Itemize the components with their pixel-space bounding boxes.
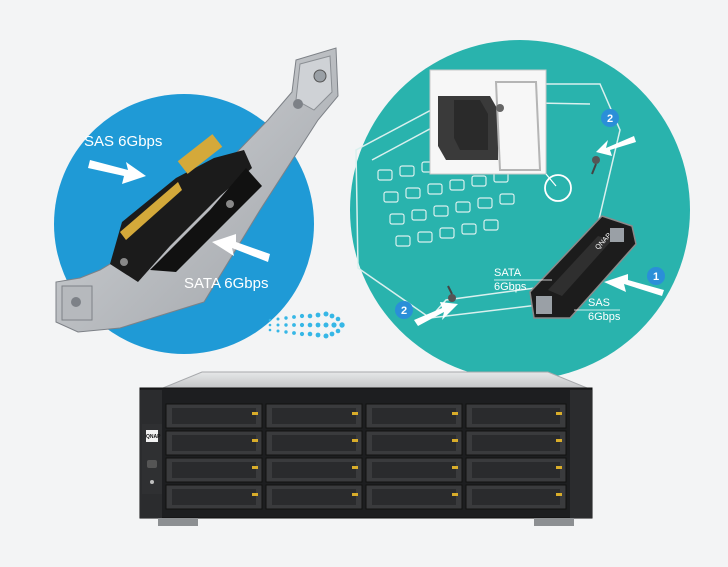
sata-to-sas-adapter: QNAP [529, 215, 637, 319]
drive-bay [165, 484, 263, 510]
adapter-sata-label: SATA [494, 267, 522, 279]
drive-bay [465, 484, 567, 510]
sas-arrow [88, 160, 146, 184]
svg-text:2: 2 [401, 305, 407, 317]
drive-bay [465, 457, 567, 483]
power-led [150, 480, 154, 484]
drive-bay [265, 457, 363, 483]
screw-bottom [447, 285, 456, 302]
storage-enclosure: QNAP [139, 371, 593, 526]
step-badge-2-bottom: 2 [395, 301, 413, 319]
drive-bay [465, 403, 567, 429]
enclosure-brand: QNAP [146, 434, 161, 440]
step-badge-2-top: 2 [601, 109, 619, 127]
drive-bay [365, 430, 463, 456]
sata-arrow [212, 234, 270, 262]
step2-top-arrow [596, 136, 636, 156]
drive-bay [365, 403, 463, 429]
drive-bay [365, 457, 463, 483]
dotted-arrow [268, 311, 345, 339]
drive-bay [365, 484, 463, 510]
drive-bay [465, 430, 567, 456]
interposer-board [110, 134, 262, 282]
drive-bay [165, 457, 263, 483]
drive-bay [265, 430, 363, 456]
sata-label: SATA 6Gbps [184, 275, 269, 292]
drive-bay [165, 403, 263, 429]
drive-bay [265, 403, 363, 429]
enclosure-control-panel: QNAP [142, 424, 162, 494]
drive-bay [165, 430, 263, 456]
screw-top [591, 156, 600, 175]
adapter-sata-speed: 6Gbps [494, 281, 527, 293]
svg-text:1: 1 [653, 271, 659, 283]
step2-bottom-arrow [414, 302, 458, 326]
adapter-sas-label: SAS [588, 297, 610, 309]
step-badge-1: 1 [647, 267, 665, 285]
step1-arrow [604, 274, 664, 296]
drive-bay [265, 484, 363, 510]
adapter-sas-speed: 6Gbps [588, 311, 621, 323]
sas-label: SAS 6Gbps [84, 133, 162, 150]
svg-text:2: 2 [607, 113, 613, 125]
drive-bay-grid [165, 403, 567, 510]
zoom-inset [429, 69, 572, 202]
